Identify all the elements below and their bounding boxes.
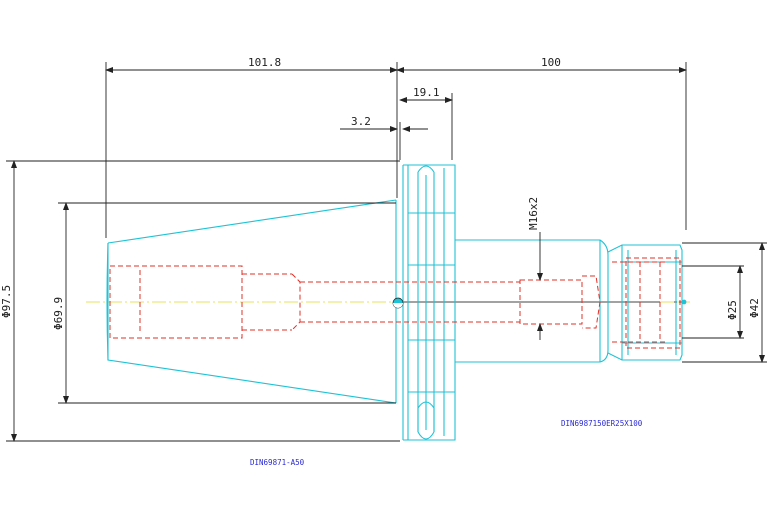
dim-thread: M16x2 (527, 197, 540, 230)
dim-length-chuck: 100 (541, 56, 561, 69)
flange (402, 164, 456, 441)
hidden-lines (109, 257, 681, 349)
dim-diameter-taper: Φ69.9 (52, 297, 65, 330)
dim-diameter-flange: Φ97.5 (0, 285, 13, 318)
dim-flange-offset: 3.2 (351, 115, 371, 128)
chuck-body (455, 239, 609, 363)
dim-flange-width: 19.1 (413, 86, 440, 99)
dim-diameter-nut: Φ42 (748, 298, 761, 318)
center-markers (392, 297, 687, 309)
label-holder-standard: DIN69871-A50 (250, 458, 305, 467)
dimension-lines (11, 67, 765, 442)
extension-lines (6, 62, 767, 442)
dim-length-holder: 101.8 (248, 56, 281, 69)
tool-holder-outline (106, 164, 683, 441)
label-chuck-standard: DIN6987150ER25X100 (561, 419, 643, 428)
dim-diameter-collet: Φ25 (726, 300, 739, 320)
